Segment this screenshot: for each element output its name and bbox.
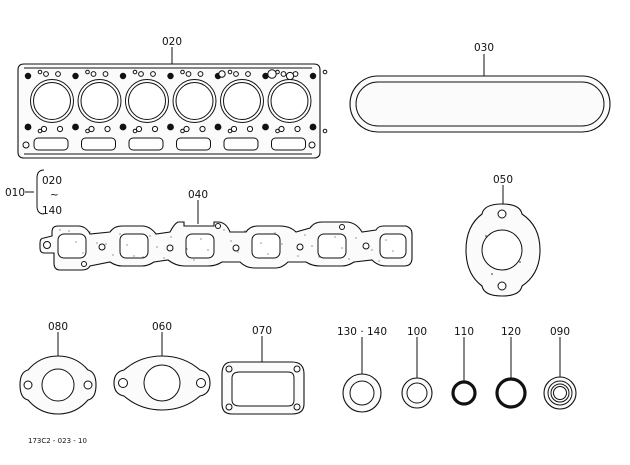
part-060-flange-gasket[interactable]: [113, 355, 211, 411]
callout-080: 080: [48, 321, 68, 333]
callout-040: 040: [188, 189, 208, 201]
callout-110: 110: [454, 326, 474, 338]
callout-group-from: 020: [42, 175, 62, 187]
callout-100: 100: [407, 326, 427, 338]
part-120-o-ring[interactable]: [495, 377, 527, 409]
callout-010: 010: [5, 187, 25, 199]
part-040-manifold-gasket[interactable]: [39, 221, 413, 271]
part-090-seal[interactable]: [543, 376, 577, 410]
part-100-washer[interactable]: [401, 377, 433, 409]
callout-group-to: 140: [42, 205, 62, 217]
part-110-o-ring[interactable]: [451, 380, 477, 406]
part-080-flange-gasket[interactable]: [19, 355, 97, 415]
callout-020: 020: [162, 36, 182, 48]
part-130-140-washer[interactable]: [342, 373, 382, 413]
part-050-flange-gasket[interactable]: [465, 203, 541, 297]
range-tilde: ~: [50, 189, 59, 201]
callout-050: 050: [493, 174, 513, 186]
callout-130-140: 130 · 140: [337, 326, 387, 338]
callout-070: 070: [252, 325, 272, 337]
part-020-head-gasket[interactable]: [17, 63, 328, 159]
callout-120: 120: [501, 326, 521, 338]
part-070-cover-gasket[interactable]: [221, 361, 305, 415]
callout-060: 060: [152, 321, 172, 333]
callout-090: 090: [550, 326, 570, 338]
part-030-rocker-cover-gasket[interactable]: [349, 75, 611, 133]
group-bracket-010: 010 020 ~ 140: [5, 169, 62, 217]
callout-030: 030: [474, 42, 494, 54]
drawing-code: 173C2 - 023 - 10: [28, 437, 87, 445]
